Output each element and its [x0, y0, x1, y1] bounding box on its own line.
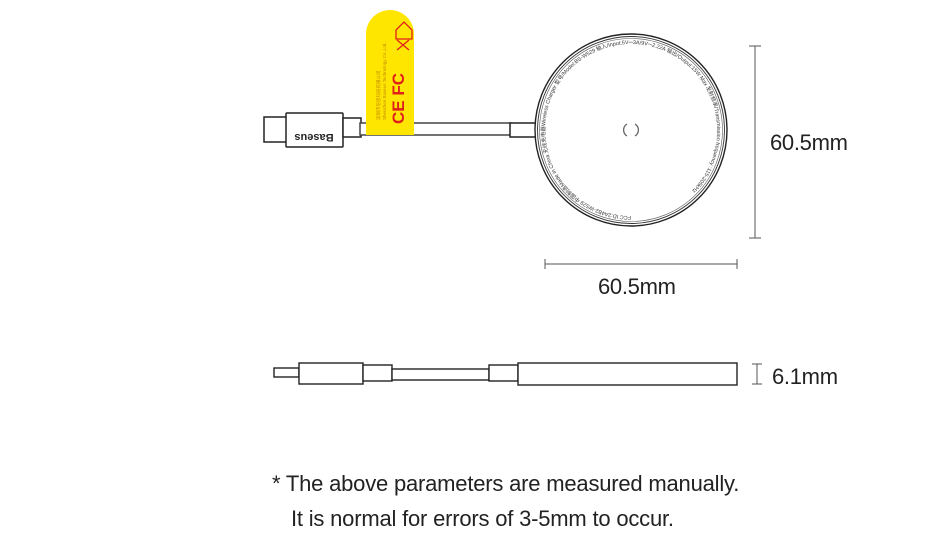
home-recycle-icon: [395, 21, 413, 40]
weee-bin-icon: [396, 39, 410, 51]
note-line-2: It is normal for errors of 3-5mm to occu…: [291, 506, 674, 531]
tag-text-en: Shenzhen Baseus Technology Co.,Ltd.: [382, 43, 387, 120]
center-ring-icon: [623, 123, 639, 137]
side-view: [273, 362, 738, 386]
certification-marks-icon: CE FC: [389, 73, 408, 124]
usb-c-tip: [263, 116, 288, 143]
puck-sleeve: [509, 122, 537, 138]
height-dimension-label: 60.5mm: [770, 130, 848, 155]
connector-sleeve: [342, 117, 362, 138]
tag-text-cn: 深圳市倍思科技有限公司: [375, 71, 382, 121]
note-line-1: * The above parameters are measured manu…: [272, 471, 740, 496]
width-dimension-label: 60.5mm: [598, 274, 676, 299]
dimension-lines: [544, 45, 762, 385]
brand-label: Baseus: [294, 131, 333, 143]
charger-puck-top: FCC ID:2A4B2-WS29 中国制造Made in China 无线充电…: [534, 33, 728, 227]
thickness-dimension-label: 6.1mm: [772, 364, 838, 389]
cable-tag: 深圳市倍思科技有限公司 Shenzhen Baseus Technology C…: [366, 10, 414, 135]
